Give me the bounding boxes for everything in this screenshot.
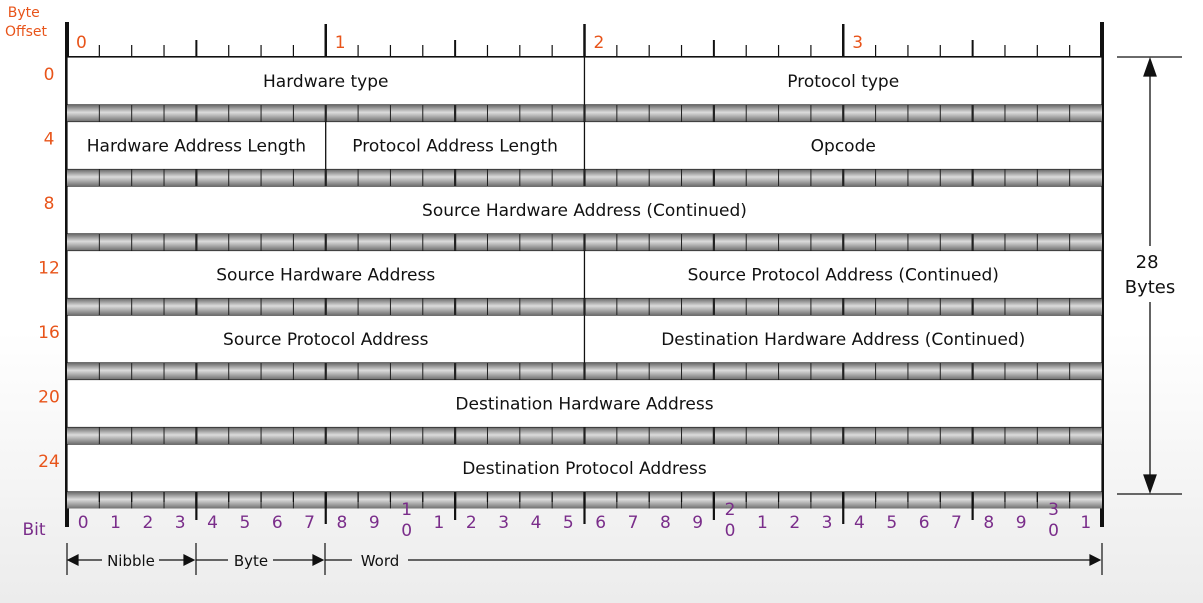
field-label: Source Hardware Address (Continued) — [422, 201, 747, 221]
bit-number: 6 — [595, 513, 606, 533]
bit-number: 6 — [919, 513, 930, 533]
bit-number: 8 — [337, 513, 348, 533]
field-label: Destination Protocol Address — [462, 459, 707, 479]
bit-number: 4 — [854, 513, 865, 533]
field-label: Source Protocol Address — [223, 330, 429, 350]
bit-number: 3 — [175, 513, 186, 533]
byte-span-label: Byte — [234, 552, 268, 570]
field-cell — [583, 56, 1103, 106]
bit-number: 5 — [563, 513, 574, 533]
field-label: Destination Hardware Address — [455, 395, 713, 415]
bit-number: 5 — [239, 513, 250, 533]
bit-number: 3 — [822, 513, 833, 533]
offset-label: 4 — [44, 130, 55, 150]
bit-number: 7 — [951, 513, 962, 533]
offset-label: 8 — [44, 194, 55, 214]
byte-index-label: 0 — [76, 33, 87, 53]
bit-number: 9 — [1016, 513, 1027, 533]
field-label: Protocol type — [787, 72, 899, 92]
top-bit-ruler: 0 1 2 3 — [67, 24, 1102, 58]
bit-number: 1 — [434, 513, 445, 533]
span-legend — [66, 543, 1103, 575]
field-label: Source Protocol Address (Continued) — [688, 266, 999, 286]
bit-number: 1 — [757, 513, 768, 533]
offset-label: 12 — [38, 259, 60, 279]
field-cell — [66, 56, 586, 106]
total-size-dimension — [1117, 56, 1182, 495]
total-size-label: 28 Bytes — [1125, 252, 1176, 298]
byte-index-label: 2 — [594, 33, 605, 53]
offset-label: 20 — [38, 388, 60, 408]
bit-number: 4 — [207, 513, 218, 533]
field-cell — [583, 120, 1103, 171]
byte-index-label: 1 — [335, 33, 346, 53]
field-label: Hardware Address Length — [87, 137, 306, 157]
word-span-label: Word — [361, 552, 400, 570]
byte-offset-word-1: Byte — [8, 5, 40, 21]
field-label: Destination Hardware Address (Continued) — [661, 330, 1025, 350]
byte-index-label: 3 — [852, 33, 863, 53]
bit-number: 2 — [466, 513, 477, 533]
bit-number: 6 — [272, 513, 283, 533]
nibble-span-label: Nibble — [107, 552, 155, 570]
bit-number: 7 — [628, 513, 639, 533]
bit-number: 1 — [1080, 513, 1091, 533]
byte-offset-word-2: Offset — [5, 24, 48, 40]
total-size-unit: Bytes — [1125, 277, 1176, 298]
bit-number: 0 — [78, 513, 89, 533]
field-label: Protocol Address Length — [352, 137, 558, 157]
offset-label: 16 — [38, 323, 60, 343]
offset-label: 0 — [44, 65, 55, 85]
total-size-value: 28 — [1136, 252, 1159, 273]
bit-number: 3 — [498, 513, 509, 533]
field-cell — [66, 185, 1103, 235]
bit-number: 1 — [110, 513, 121, 533]
row-separators — [67, 105, 1102, 509]
field-cell — [66, 443, 1103, 493]
byte-offset-header: Byte Offset — [5, 5, 48, 40]
field-label: Hardware type — [263, 72, 388, 92]
bit-number: 5 — [886, 513, 897, 533]
bit-number: 2 — [142, 513, 153, 533]
bit-number: 8 — [660, 513, 671, 533]
bit-axis-label: Bit — [22, 520, 45, 540]
bit-number: 8 — [983, 513, 994, 533]
offset-label: 24 — [38, 452, 60, 472]
bit-number: 4 — [531, 513, 542, 533]
bit-number: 7 — [304, 513, 315, 533]
field-label: Source Hardware Address — [216, 266, 435, 286]
field-cell — [66, 378, 1103, 429]
bit-number: 2 — [789, 513, 800, 533]
bit-number: 9 — [369, 513, 380, 533]
bit-number: 9 — [692, 513, 703, 533]
field-label: Opcode — [811, 137, 876, 157]
